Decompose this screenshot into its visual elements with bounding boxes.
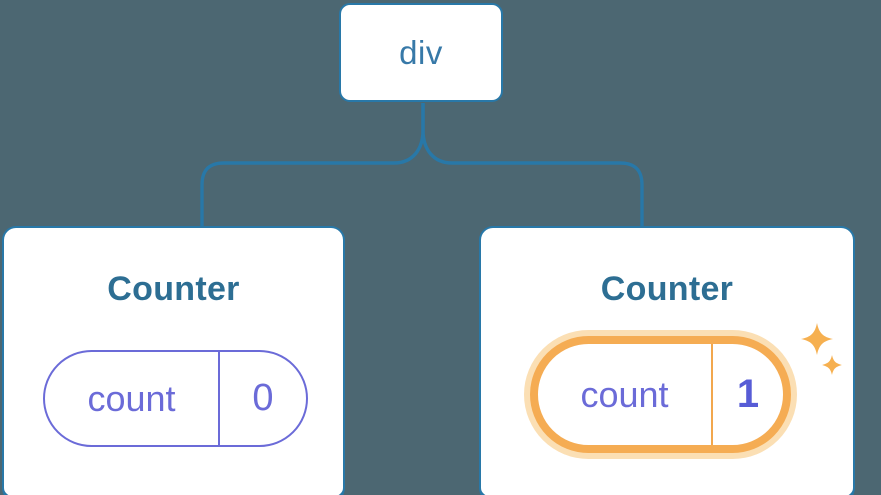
state-value: 1	[736, 372, 760, 416]
connector-right-branch	[421, 103, 644, 227]
state-pill: count 0	[43, 350, 308, 447]
root-node-div: div	[339, 3, 503, 102]
state-key-label: count	[45, 352, 220, 445]
sparkle-icon-small	[822, 355, 842, 375]
counter-node-left: Counter count 0	[2, 226, 345, 495]
sparkles-icon	[801, 323, 842, 375]
state-value: 0	[252, 377, 274, 419]
counter-title: Counter	[600, 270, 734, 308]
counter-node-right: Counter count 1	[479, 226, 855, 495]
state-pill-highlight-glow: count 1	[524, 330, 797, 459]
counter-title: Counter	[107, 270, 240, 308]
state-pill-highlighted: count 1	[530, 336, 791, 453]
state-key-label: count	[538, 344, 713, 445]
connector-left-branch	[200, 103, 425, 227]
sparkle-icon-large	[801, 323, 833, 355]
root-node-label: div	[399, 33, 443, 71]
